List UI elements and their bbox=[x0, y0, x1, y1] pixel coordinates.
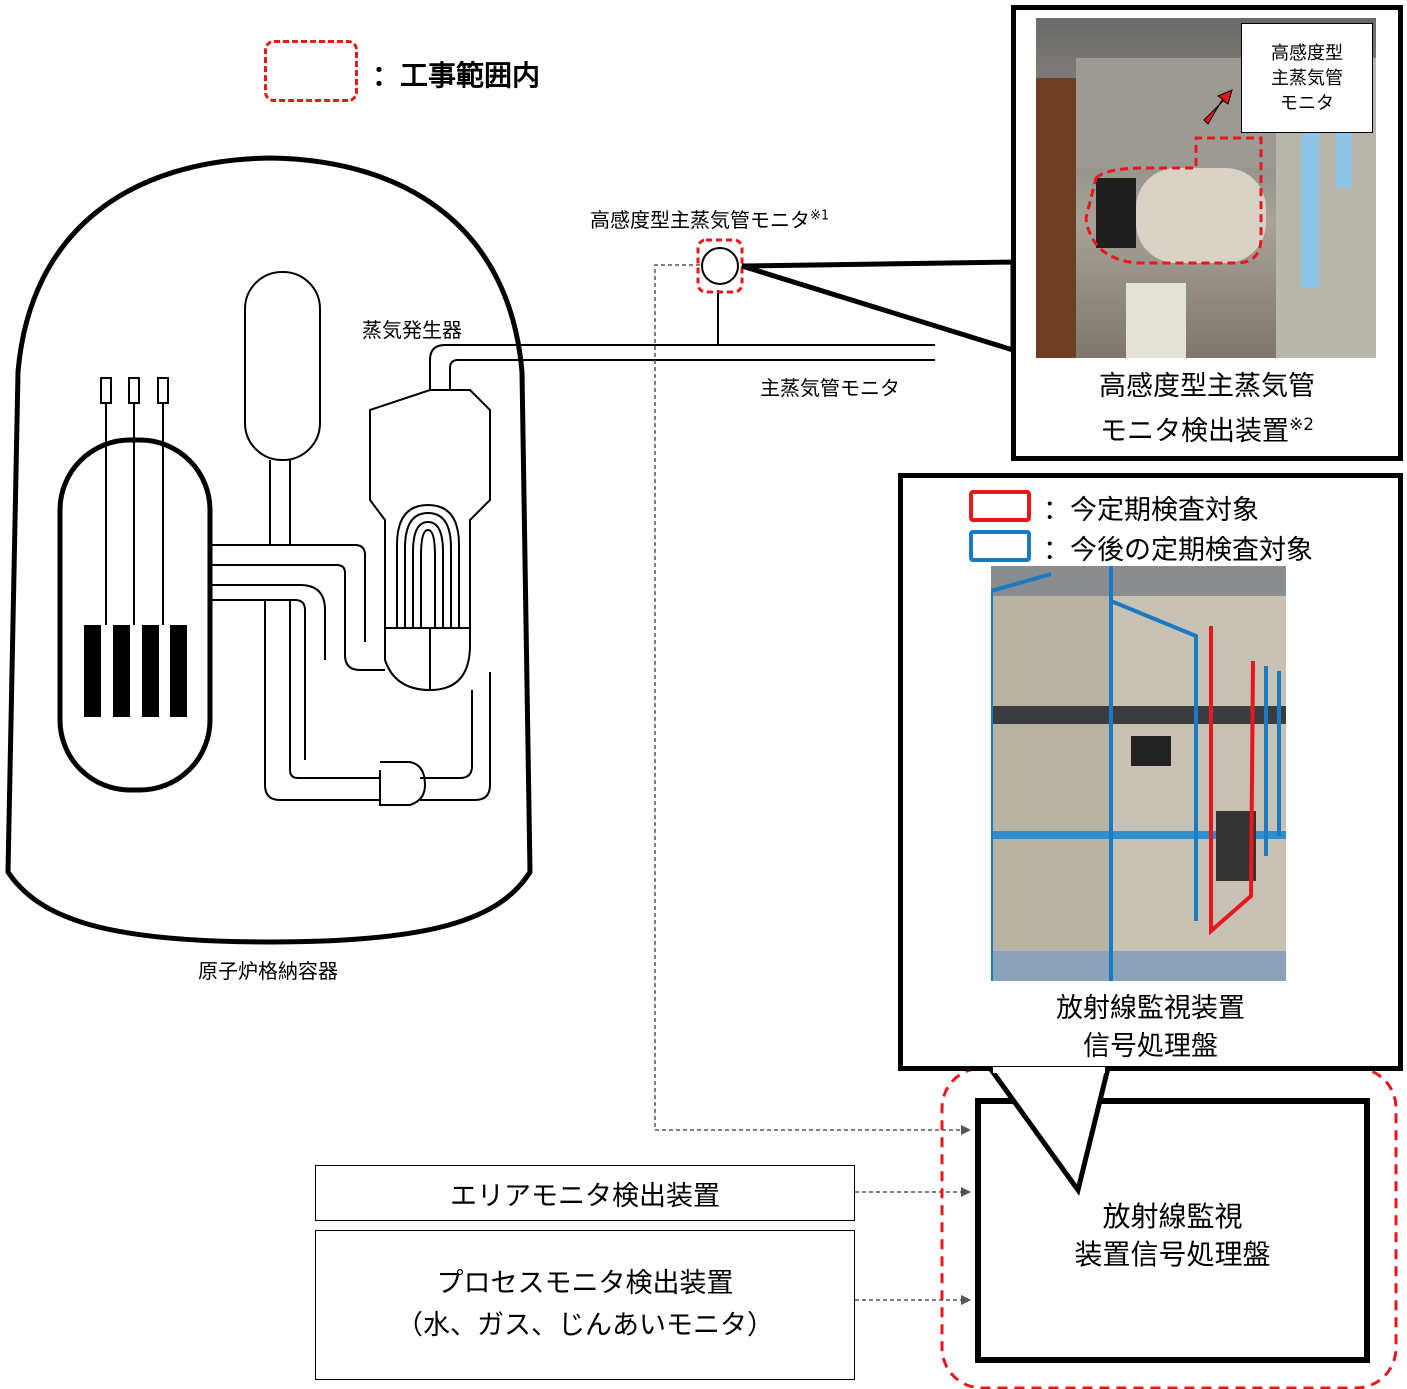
photo-callout: 高感度型 主蒸気管 モニタ 高感度型主蒸気管 モニタ検出装置※2 bbox=[1011, 5, 1403, 461]
process-monitor-line-1: プロセスモニタ検出装置 bbox=[436, 1268, 734, 1299]
area-monitor-label: エリアモニタ検出装置 bbox=[450, 1180, 720, 1212]
photo-tag-line-3: モニタ bbox=[1280, 92, 1334, 114]
photo-caption-line-1: 高感度型主蒸気管 bbox=[1099, 371, 1315, 402]
pressurizer bbox=[244, 271, 321, 545]
fuel-assemblies bbox=[84, 625, 187, 717]
panel-caption-line-2: 信号処理盤 bbox=[1083, 1031, 1218, 1062]
legend-current-label: ：今定期検査対象 bbox=[1043, 495, 1259, 526]
high-sens-monitor-detector bbox=[701, 247, 739, 285]
control-rod-drives bbox=[100, 377, 169, 625]
high-sens-monitor-label: 高感度型主蒸気管モニタ※1 bbox=[590, 208, 830, 232]
panel-photo bbox=[991, 566, 1286, 981]
legend-scope-swatch bbox=[264, 40, 358, 102]
processor-line-2: 装置信号処理盤 bbox=[1074, 1237, 1271, 1271]
panel-caption: 放射線監視装置 信号処理盤 bbox=[903, 990, 1398, 1066]
photo-tag-line-2: 主蒸気管 bbox=[1271, 67, 1343, 89]
containment-vessel bbox=[5, 155, 533, 945]
detector-photo: 高感度型 主蒸気管 モニタ bbox=[1036, 18, 1376, 358]
area-monitor-box: エリアモニタ検出装置 bbox=[315, 1165, 855, 1221]
steam-generator-label: 蒸気発生器 bbox=[362, 318, 462, 342]
process-monitor-line-2: （水、ガス、じんあいモニタ） bbox=[396, 1310, 774, 1341]
photo-tag: 高感度型 主蒸気管 モニタ bbox=[1241, 23, 1373, 133]
photo-tag-line-1: 高感度型 bbox=[1271, 42, 1343, 64]
containment-label: 原子炉格納容器 bbox=[198, 959, 338, 983]
process-monitor-box: プロセスモニタ検出装置 （水、ガス、じんあいモニタ） bbox=[315, 1230, 855, 1380]
photo-callout-pointer bbox=[741, 259, 1016, 354]
steam-generator bbox=[369, 360, 491, 692]
legend-scope-label: ：工事範囲内 bbox=[372, 59, 541, 92]
photo-caption: 高感度型主蒸気管 モニタ検出装置※2 bbox=[1016, 368, 1398, 451]
photo-caption-line-2: モニタ検出装置※2 bbox=[1099, 415, 1315, 447]
reactor-vessel bbox=[57, 437, 213, 793]
panel-callout: ：今定期検査対象 ：今後の定期検査対象 放射線監視装置 信号処理盤 bbox=[898, 473, 1403, 1071]
main-steam-pipe bbox=[429, 290, 935, 369]
legend-future-label: ：今後の定期検査対象 bbox=[1043, 535, 1313, 566]
legend-current-swatch bbox=[969, 490, 1031, 522]
processor-box: 放射線監視 装置信号処理盤 bbox=[975, 1098, 1370, 1363]
detector-signal-line bbox=[654, 264, 971, 1135]
panel-caption-line-1: 放射線監視装置 bbox=[1056, 993, 1245, 1024]
processor-line-1: 放射線監視 bbox=[1102, 1199, 1243, 1233]
primary-piping bbox=[210, 544, 491, 806]
main-steam-monitor-label: 主蒸気管モニタ bbox=[760, 376, 900, 400]
legend-future-swatch bbox=[969, 530, 1031, 562]
high-sens-monitor-scope bbox=[696, 238, 744, 294]
